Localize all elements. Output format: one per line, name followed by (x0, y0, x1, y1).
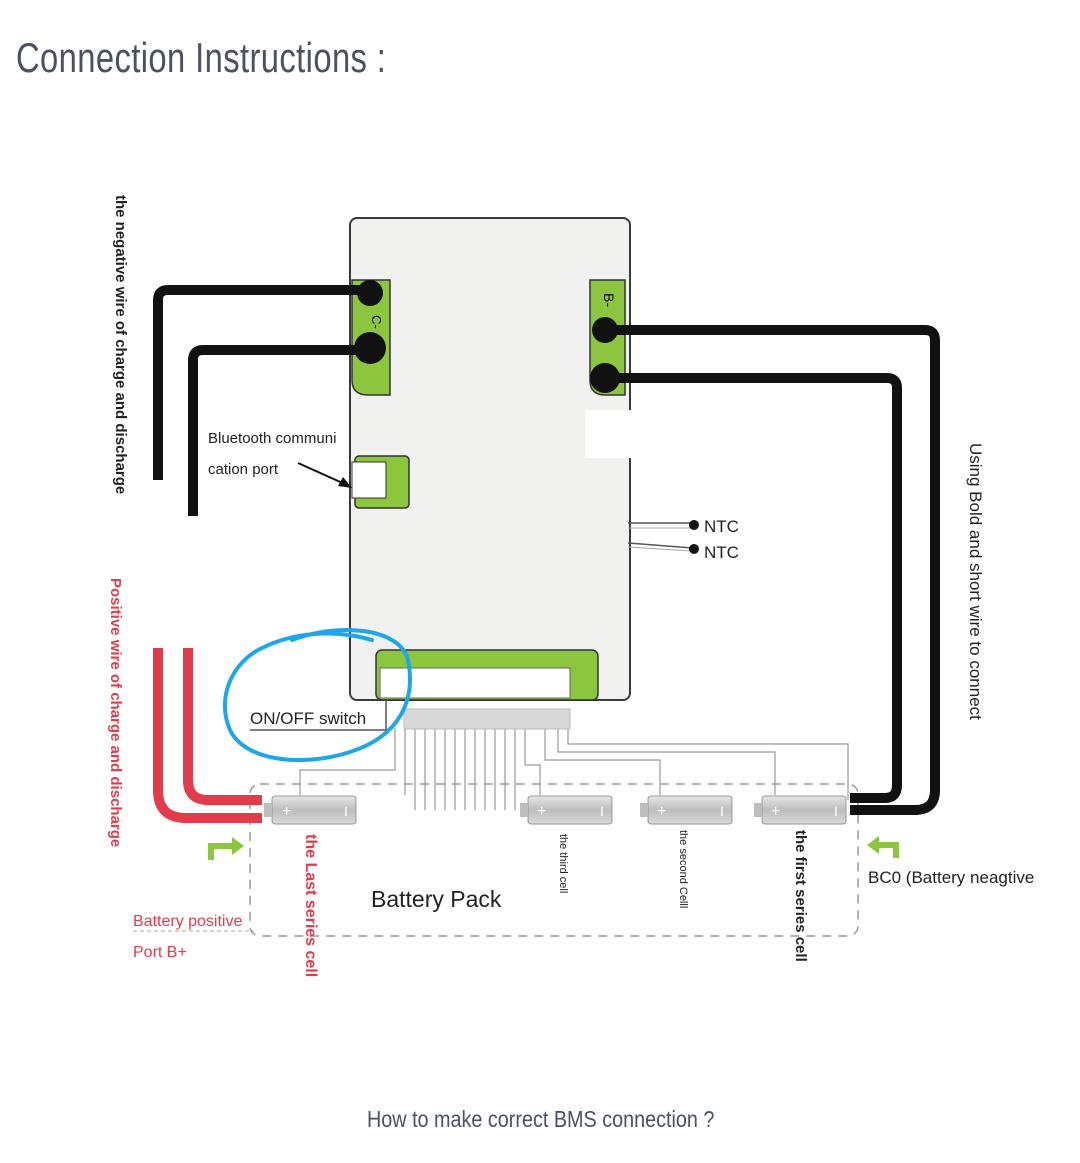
b-minus-wire-inner (605, 373, 902, 803)
bluetooth-label-line2: cation port (208, 461, 279, 478)
positive-green-arrow-icon (208, 843, 236, 860)
balance-connector (403, 708, 571, 730)
bluetooth-pointer-arrow (297, 462, 348, 486)
b-minus-wire-outer (605, 325, 940, 815)
cell-first: + I (754, 795, 847, 825)
battery-positive-label-line1: Battery positive (133, 913, 242, 930)
battery-positive-label-line2: Port B+ (133, 944, 187, 961)
cell-third: + I (520, 795, 613, 825)
positive-wire-label: Positive wire of charge and discharge (107, 578, 124, 847)
battery-pack-outline (249, 783, 859, 937)
highlight-circle (222, 627, 412, 763)
cell-first-plus: + (771, 803, 780, 820)
positive-green-arrowhead (232, 837, 244, 855)
negative-wire-label: the negative wire of charge and discharg… (112, 195, 129, 494)
diagram-caption: How to make correct BMS connection ? (367, 1106, 715, 1132)
balance-wire-bundle (299, 728, 849, 810)
cell-last-minus: I (344, 803, 348, 819)
onoff-switch-label: ON/OFF switch (250, 709, 366, 728)
ntc-label-1: NTC (704, 517, 739, 536)
bold-short-wire-label: Using Bold and short wire to connect (966, 443, 985, 720)
cell-first-label: the first series cell (792, 830, 809, 962)
ntc-label-2: NTC (704, 543, 739, 562)
cell-second-minus: I (720, 803, 724, 819)
b-minus-label: B- (601, 293, 617, 307)
b-minus-terminal-2 (590, 363, 620, 393)
cell-second-label: the second Celll (677, 830, 689, 908)
ntc-wires (627, 520, 699, 554)
b-minus-terminal-1 (592, 317, 618, 343)
negative-green-arrow-icon (876, 842, 899, 858)
c-minus-wire-inner (188, 345, 370, 516)
cell-last-label: the Last series cell (302, 834, 319, 977)
c-minus-wire-outer (153, 285, 370, 480)
c-minus-terminal-1 (357, 280, 383, 306)
bluetooth-pointer-arrowhead (338, 477, 352, 488)
ntc-sensor-1 (689, 520, 699, 530)
cell-last: + I (264, 795, 357, 825)
cell-first-minus: I (834, 803, 838, 819)
c-minus-label: C- (369, 315, 384, 329)
cell-third-minus: I (600, 803, 604, 819)
cell-third-plus: + (537, 803, 546, 820)
bluetooth-port-connector (351, 461, 387, 499)
bc0-label: BC0 (Battery neagtive (868, 868, 1034, 887)
ntc-sensor-2 (689, 544, 699, 554)
bluetooth-label-line1: Bluetooth communi (208, 430, 336, 447)
cell-last-plus: + (282, 803, 291, 820)
board-gap (585, 410, 635, 458)
cell-second: + I (640, 795, 733, 825)
cell-second-plus: + (657, 803, 666, 820)
cell-third-label: the third cell (557, 834, 569, 893)
negative-green-arrowhead (867, 836, 879, 854)
c-minus-terminal-2 (354, 332, 386, 364)
positive-wire-outer (153, 648, 262, 823)
battery-pack-label: Battery Pack (371, 886, 502, 912)
page-heading: Connection Instructions : (16, 34, 387, 81)
positive-wire-inner (183, 648, 262, 805)
